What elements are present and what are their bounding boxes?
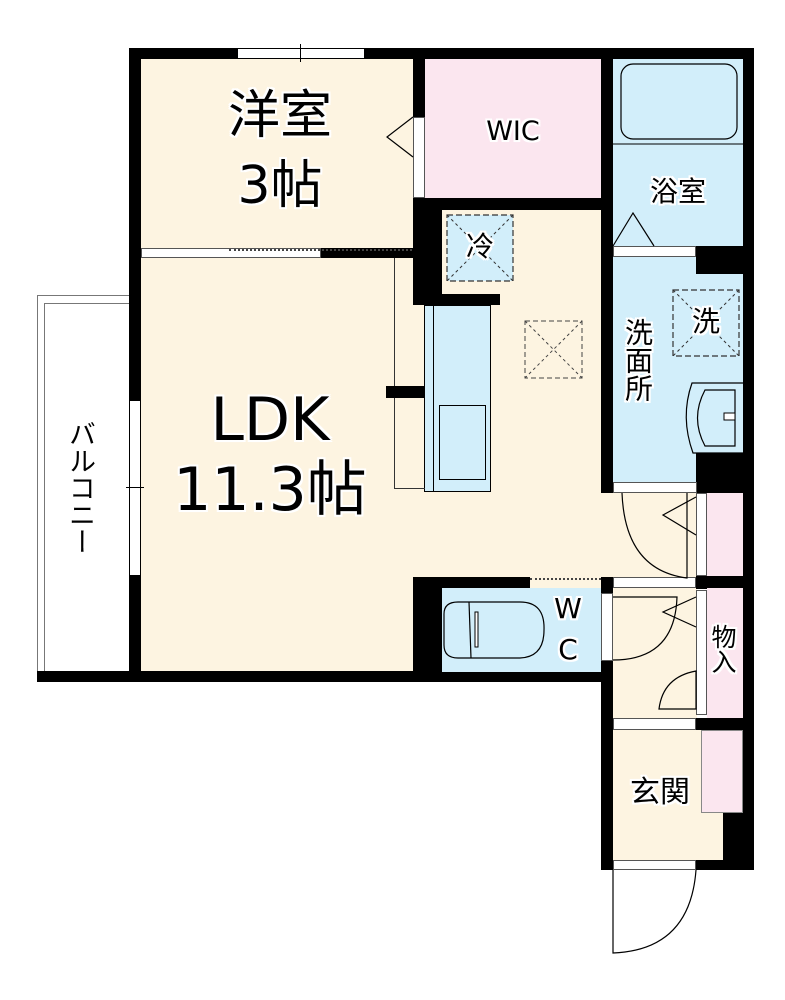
door-wc[interactable] (601, 593, 613, 661)
stove (439, 405, 486, 480)
sliding-track-western (229, 249, 412, 254)
outer-wall-left-bottom (129, 575, 141, 682)
window-western-top-mid (300, 44, 301, 62)
kitchen-counter (424, 305, 491, 492)
balcony-area (37, 295, 132, 678)
door-swing-storage (658, 670, 697, 710)
entrance-label: 玄関 (630, 775, 690, 810)
storage-label: 物入 (708, 624, 737, 674)
sliding-door-western-ldk[interactable] (141, 248, 321, 258)
washer-label: 洗 (691, 305, 720, 338)
wall-wic-bottom (413, 198, 613, 210)
wall-wash-right (696, 452, 743, 493)
ldk-size: 11.3帖 (173, 455, 367, 525)
door-storage[interactable] (696, 590, 707, 715)
wall-kitchen-stub (386, 386, 424, 398)
hallway (601, 492, 696, 580)
wic-room (425, 59, 601, 199)
window-ldk-balcony-mid (126, 487, 144, 488)
door-swing-front (612, 869, 697, 954)
outer-wall-top-right (365, 48, 754, 59)
door-western-wic[interactable] (413, 117, 425, 198)
western-room-label: 洋室 (227, 86, 332, 146)
ceiling-hatch-icon (524, 320, 583, 379)
wic-label: WIC (486, 116, 540, 147)
fridge-label: 冷 (465, 230, 494, 263)
washroom-label: 洗面所 (621, 318, 654, 402)
door-swing-wc (612, 596, 678, 661)
wall-storage-bottom (696, 718, 743, 730)
washer-space-icon (672, 289, 740, 357)
fridge-space-icon (446, 214, 514, 282)
wall-bath-wash (696, 246, 743, 274)
wall-entrance-bottom-right (696, 860, 754, 870)
toilet-icon (443, 601, 545, 659)
wall-western-ldk-right (320, 248, 413, 258)
western-room-size: 3帖 (237, 156, 323, 216)
wall-fridge-ledge (441, 294, 500, 305)
balcony-inner-rail (44, 303, 131, 677)
door-storage-top[interactable] (696, 493, 707, 576)
bath-door-indicator (612, 211, 655, 247)
wall-fridge-block (413, 210, 442, 305)
window-ldk-balcony[interactable] (129, 400, 141, 576)
door-bath[interactable] (613, 246, 696, 257)
outer-wall-right (743, 48, 754, 870)
outer-wall-top-left (129, 48, 237, 59)
wall-wic-bath (601, 48, 613, 493)
bath-label: 浴室 (649, 175, 706, 208)
outer-wall-bottom (37, 671, 442, 682)
western-room (141, 59, 413, 248)
front-door[interactable] (613, 860, 696, 870)
wall-wc-top (413, 577, 530, 588)
door-swing-indicator (386, 116, 414, 158)
wall-western-wic (413, 59, 425, 117)
shoe-cabinet (701, 730, 743, 813)
door-washroom[interactable] (613, 482, 697, 493)
wall-wc-bottom (413, 672, 613, 682)
window-western-top[interactable] (237, 48, 365, 59)
sliding-track-wc (530, 578, 601, 583)
ldk-label: LDK (210, 385, 330, 455)
door-swing-washroom (621, 492, 688, 579)
wall-wash-bottom (601, 482, 613, 493)
kitchen-counter-line (433, 305, 434, 492)
wc-label-w: W (554, 592, 582, 625)
entry-hall (613, 588, 697, 723)
storage-room (707, 588, 743, 718)
bathtub-icon (620, 63, 738, 140)
storage-top (707, 493, 743, 576)
door-entry-step[interactable] (613, 718, 696, 730)
wall-entrance-right (723, 813, 743, 870)
wall-wc-left (413, 577, 442, 682)
wc-label-c: C (558, 633, 578, 666)
door-hall[interactable] (613, 577, 696, 588)
wall-storage-mid (696, 576, 743, 588)
partition-line (394, 258, 425, 489)
outer-wall-left-top (129, 48, 141, 400)
balcony-label: バルコニー (64, 420, 95, 555)
